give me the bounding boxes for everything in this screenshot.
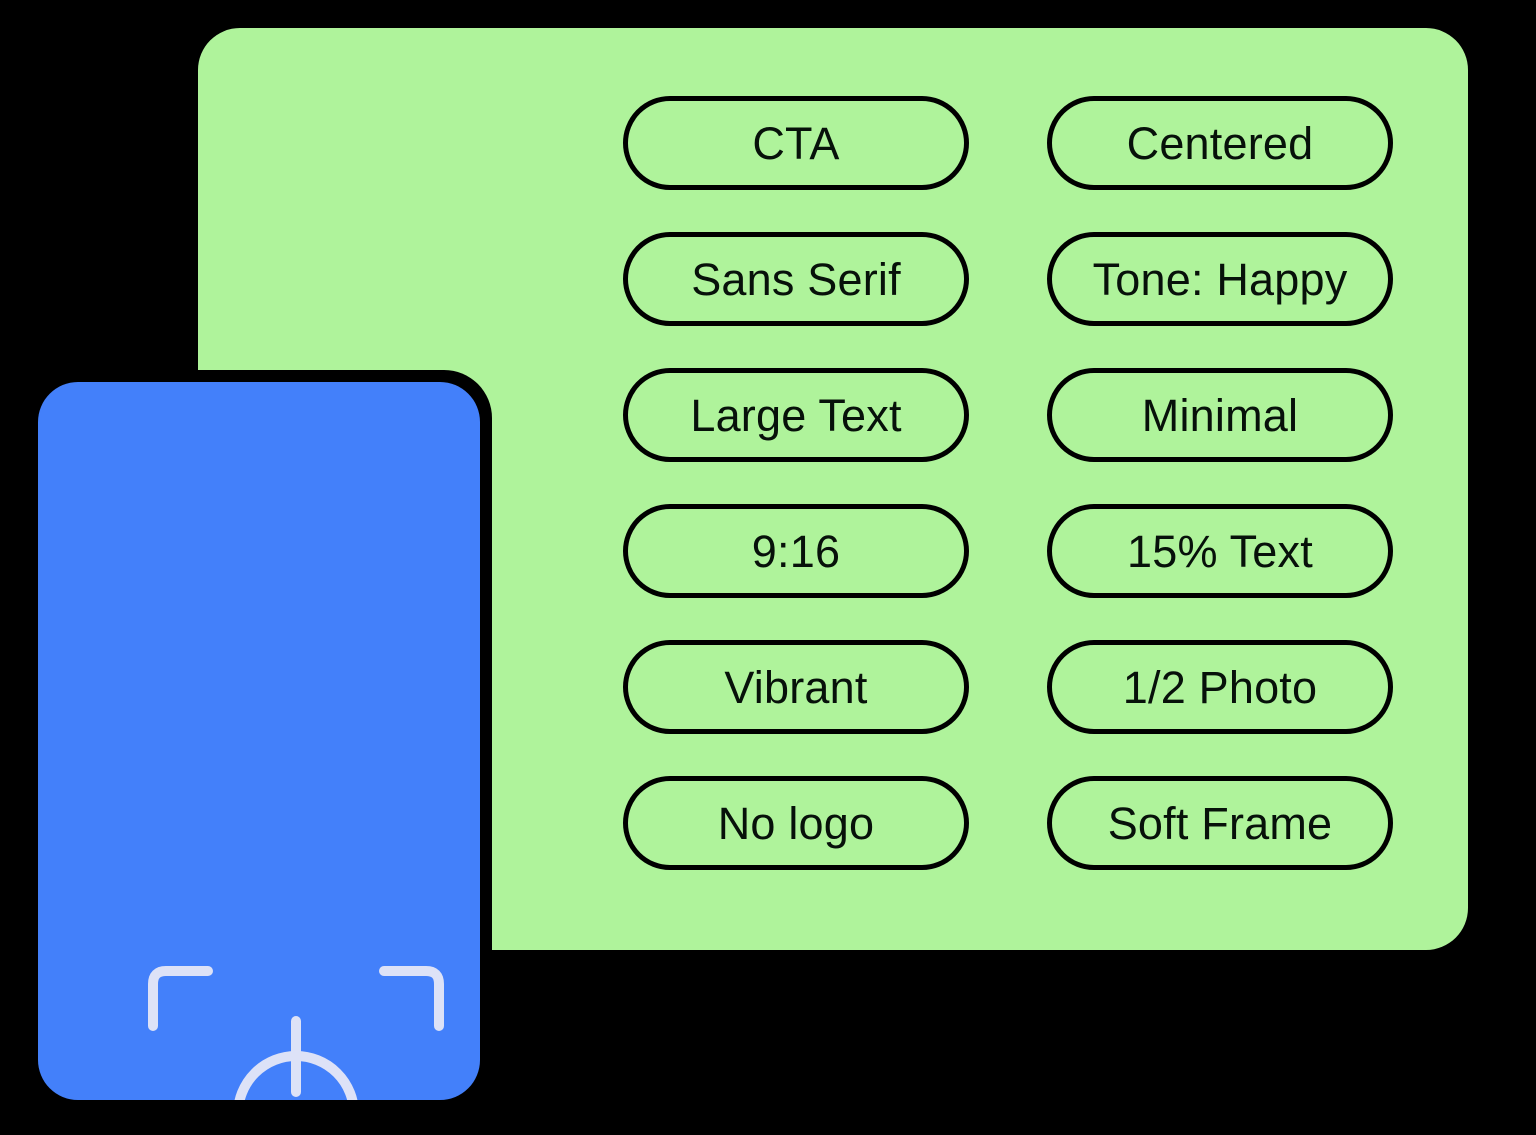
attribute-pill-label: 9:16	[751, 525, 841, 577]
attribute-pill-minimal[interactable]: Minimal	[1047, 368, 1393, 462]
attribute-pill-half-photo[interactable]: 1/2 Photo	[1047, 640, 1393, 734]
viewfinder-crosshair-icon	[146, 964, 446, 1100]
attribute-pill-label: CTA	[752, 117, 840, 169]
attribute-pill-label: Tone: Happy	[1092, 253, 1348, 305]
attribute-pill-vibrant[interactable]: Vibrant	[623, 640, 969, 734]
attribute-pill-label: Sans Serif	[691, 253, 901, 305]
attribute-pill-label: 1/2 Photo	[1122, 661, 1318, 713]
attribute-pill-text-percent[interactable]: 15% Text	[1047, 504, 1393, 598]
attribute-pill-tone-happy[interactable]: Tone: Happy	[1047, 232, 1393, 326]
attribute-pill-large-text[interactable]: Large Text	[623, 368, 969, 462]
attribute-pill-label: 15% Text	[1127, 525, 1313, 577]
media-preview-card[interactable]	[38, 382, 480, 1100]
attribute-pill-label: Soft Frame	[1107, 797, 1333, 849]
attribute-pill-no-logo[interactable]: No logo	[623, 776, 969, 870]
attribute-pill-aspect-ratio[interactable]: 9:16	[623, 504, 969, 598]
attribute-pill-label: No logo	[717, 797, 875, 849]
attribute-pill-cta[interactable]: CTA	[623, 96, 969, 190]
attribute-pill-label: Minimal	[1141, 389, 1299, 441]
attribute-pill-sans-serif[interactable]: Sans Serif	[623, 232, 969, 326]
attribute-pill-label: Vibrant	[724, 661, 868, 713]
attribute-pill-label: Centered	[1126, 117, 1314, 169]
attribute-pill-soft-frame[interactable]: Soft Frame	[1047, 776, 1393, 870]
attribute-pill-centered[interactable]: Centered	[1047, 96, 1393, 190]
attribute-pill-grid: CTA Centered Sans Serif Tone: Happy Larg…	[623, 96, 1393, 870]
attribute-pill-label: Large Text	[690, 389, 902, 441]
